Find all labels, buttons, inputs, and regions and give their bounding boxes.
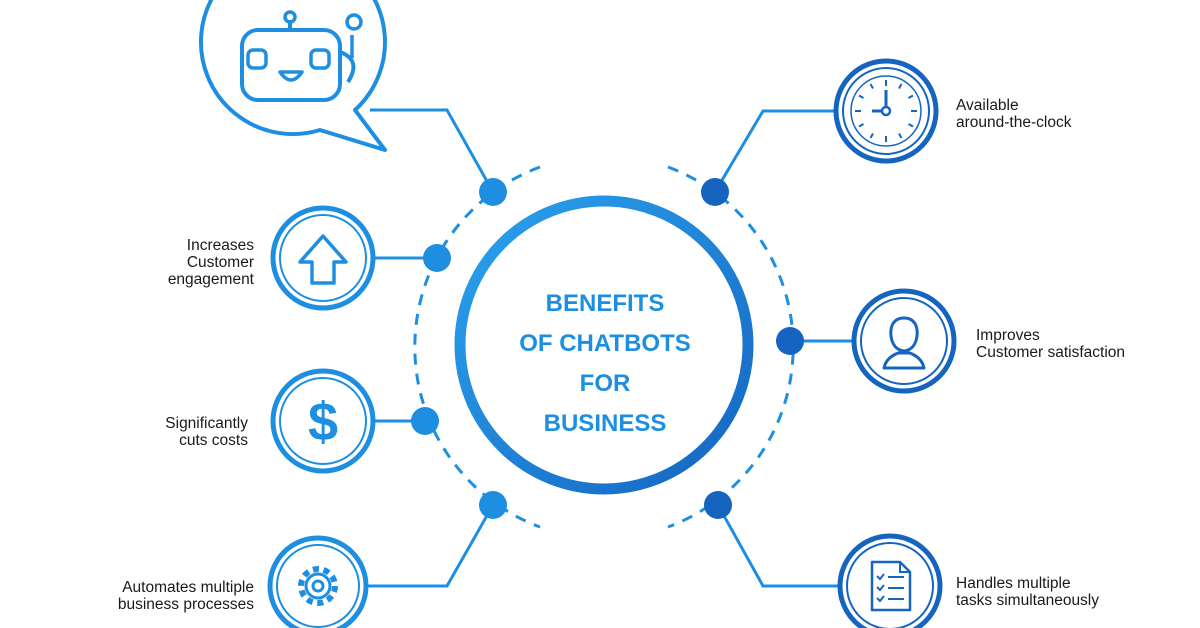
clock-icon <box>833 58 939 164</box>
dot-clock <box>701 178 729 206</box>
label-line: Customer satisfaction <box>976 344 1126 361</box>
dot-costs <box>411 407 439 435</box>
dot-engagement <box>423 244 451 272</box>
label-line: Customer <box>186 254 254 271</box>
connector-handles <box>716 504 840 588</box>
benefit-label-automates: Automates multiple business processes <box>118 579 254 613</box>
dot-automates <box>479 491 507 519</box>
connector-automates <box>366 504 495 588</box>
label-line: business processes <box>117 596 254 613</box>
chatbot-robot-icon <box>198 0 387 152</box>
gear-icon <box>267 535 369 628</box>
svg-text:$: $ <box>308 392 338 452</box>
benefit-label-satisfaction: Improves Customer satisfaction <box>976 327 1125 361</box>
benefit-label-available: Available around-the-clock <box>956 97 1071 131</box>
label-line: cuts costs <box>179 432 248 449</box>
checklist-icon <box>837 533 943 628</box>
dollar-icon: $ <box>270 368 376 474</box>
label-line: Handles multiple <box>956 575 1071 592</box>
benefit-label-costs: Significantly cuts costs <box>165 415 248 449</box>
benefit-label-handles: Handles multiple tasks simultaneously <box>956 575 1099 609</box>
diagram-title: BENEFITS OF CHATBOTS FOR BUSINESS <box>460 284 750 444</box>
robot-head <box>240 28 342 102</box>
label-line: Significantly <box>165 415 248 432</box>
center-ring <box>454 195 754 495</box>
dot-chatbot <box>479 178 507 206</box>
label-line: Improves <box>976 327 1040 344</box>
label-line: tasks simultaneously <box>956 592 1100 609</box>
title-line: BENEFITS <box>545 290 665 317</box>
label-line: engagement <box>167 271 254 288</box>
label-line: Automates multiple <box>122 579 254 596</box>
arrow-up-icon <box>270 205 376 311</box>
dot-handles <box>704 491 732 519</box>
title-line: FOR <box>579 370 631 397</box>
label-line: Available <box>956 97 1019 114</box>
label-line: around-the-clock <box>956 114 1072 131</box>
benefit-label-engagement: Increases Customer engagement <box>168 237 254 288</box>
dot-satisfaction <box>776 327 804 355</box>
connector-chatbot <box>370 108 495 193</box>
outer-dashed-ring <box>413 165 795 529</box>
title-line: BUSINESS <box>543 410 667 437</box>
user-icon <box>851 288 957 394</box>
title-line: OF CHATBOTS <box>519 330 691 357</box>
label-line: Increases <box>186 237 254 254</box>
connector-dots <box>411 178 804 519</box>
connector-clock <box>713 109 837 193</box>
